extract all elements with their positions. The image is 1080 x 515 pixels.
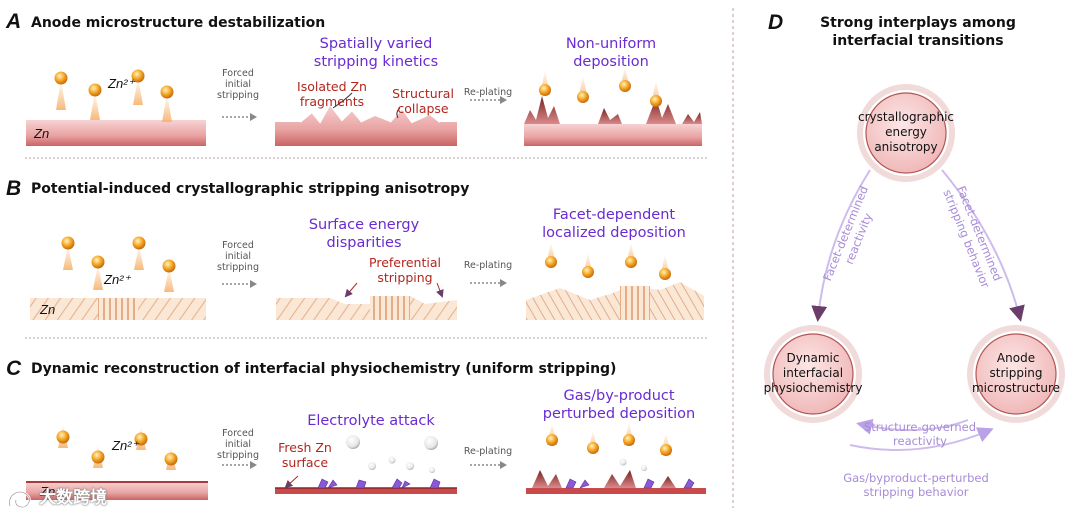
node-left-label: Dynamic interfacial physiochemistry bbox=[763, 351, 863, 395]
panel-a-mid-purple: Spatially varied stripping kinetics bbox=[313, 36, 439, 70]
watermark: 大数跨境 bbox=[6, 483, 107, 510]
panel-a-header: A bbox=[6, 10, 21, 34]
node-right-circle bbox=[975, 333, 1057, 415]
panel-a-red2: Structural collapse bbox=[392, 86, 454, 116]
panel-c-graphics bbox=[26, 422, 706, 500]
panel-a-ion-label: Zn²⁺ bbox=[108, 76, 135, 91]
panel-a-right-purple: Non-uniform deposition bbox=[565, 36, 657, 70]
edge-left-right bbox=[849, 427, 994, 451]
panel-c-letter: C bbox=[6, 357, 22, 380]
panel-d-letter: D bbox=[768, 11, 784, 34]
panel-b-header: B bbox=[6, 177, 21, 201]
panel-d-title: Strong interplays among interfacial tran… bbox=[820, 15, 1016, 49]
node-top-circle bbox=[865, 92, 947, 174]
panel-b-zn-label: Zn bbox=[40, 302, 56, 317]
panel-c-right-purple: Gas/by-product perturbed deposition bbox=[542, 388, 696, 422]
panel-a-title: Anode microstructure destabilization bbox=[31, 15, 326, 31]
panel-a-graphics bbox=[26, 66, 702, 146]
edge-right-left bbox=[856, 418, 969, 435]
panel-c-red1: Fresh Zn surface bbox=[278, 440, 332, 470]
panel-b-mid-purple: Surface energy disparities bbox=[308, 217, 420, 251]
stripped-facet-bar bbox=[276, 296, 457, 320]
panel-c-title: Dynamic reconstruction of interfacial ph… bbox=[31, 361, 617, 377]
panel-c-header: C bbox=[6, 357, 21, 381]
panel-b-ion-label: Zn²⁺ bbox=[104, 272, 131, 287]
edge-top-right bbox=[941, 169, 1025, 322]
watermark-icon bbox=[8, 490, 31, 508]
panel-a-step1: Forced initial stripping bbox=[217, 68, 259, 101]
edge-top-left bbox=[811, 169, 871, 322]
panel-a-letter: A bbox=[6, 10, 22, 33]
panel-c-mid-purple: Electrolyte attack bbox=[307, 413, 435, 429]
edge-bottom-top-label: Structure-governed reactivity bbox=[863, 420, 977, 448]
watermark-text: 大数跨境 bbox=[39, 488, 108, 508]
node-left-circle bbox=[772, 333, 854, 415]
panel-b-right-purple: Facet-dependent localized deposition bbox=[542, 207, 686, 241]
panel-a-zn-label: Zn bbox=[34, 126, 50, 141]
panel-a-red1: Isolated Zn fragments bbox=[297, 79, 367, 109]
panel-b-graphics bbox=[30, 236, 704, 320]
node-right-label: Anode stripping microstructure bbox=[971, 351, 1061, 395]
panel-c-zn-label: Zn bbox=[40, 484, 56, 499]
panel-c-step1: Forced initial stripping bbox=[217, 428, 259, 461]
edge-bottom-low-label: Gas/byproduct-perturbed stripping behavi… bbox=[843, 471, 989, 499]
panel-c-step2: Re-plating bbox=[463, 446, 513, 457]
panel-d-header: D bbox=[768, 11, 783, 35]
panel-b-letter: B bbox=[6, 177, 22, 200]
panel-b-step2: Re-plating bbox=[463, 260, 513, 271]
panel-b-red1: Preferential stripping bbox=[369, 255, 441, 285]
zn-ion-group bbox=[54, 69, 174, 122]
panel-b-title: Potential-induced crystallographic strip… bbox=[31, 181, 470, 197]
panel-b-step1: Forced initial stripping bbox=[217, 240, 259, 273]
node-top-label: crystallographic energy anisotropy bbox=[857, 110, 954, 154]
zn-uniform-bar bbox=[26, 482, 208, 500]
panel-d-graphics bbox=[764, 84, 1065, 451]
panel-c-ion-label: Zn²⁺ bbox=[112, 438, 139, 453]
panel-a-step2: Re-plating bbox=[463, 87, 513, 98]
stripped-anode bbox=[275, 104, 457, 146]
zn-anode-bar bbox=[26, 120, 206, 146]
